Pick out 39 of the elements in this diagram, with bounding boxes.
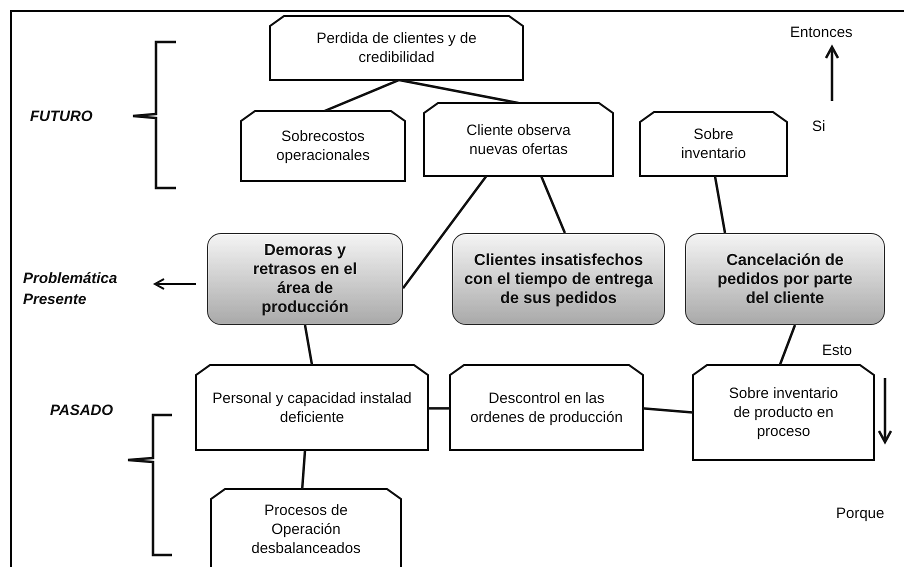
cause-box bbox=[424, 103, 613, 176]
box-text: Procesos de Operación desbalanceados bbox=[250, 500, 362, 558]
connector-line bbox=[778, 324, 796, 366]
connector-line bbox=[428, 407, 450, 410]
time-label: FUTURO bbox=[30, 107, 94, 127]
cause-box bbox=[640, 112, 787, 176]
connector-line bbox=[402, 175, 488, 289]
cause-box bbox=[693, 365, 874, 460]
connector-line bbox=[642, 407, 694, 414]
time-label: Problemática Presente bbox=[23, 269, 118, 310]
connector-line bbox=[540, 176, 566, 234]
direction-label: Entonces bbox=[790, 24, 853, 41]
problem-box bbox=[685, 233, 885, 325]
box-text: Sobre inventario de producto en proceso bbox=[728, 384, 840, 441]
connector-line bbox=[324, 78, 400, 112]
problem-box bbox=[207, 233, 403, 325]
problem-box bbox=[452, 233, 665, 325]
connector-line bbox=[714, 176, 726, 234]
cause-box bbox=[241, 111, 405, 181]
cause-box bbox=[270, 16, 523, 80]
cause-box bbox=[450, 365, 643, 450]
direction-label: Porque bbox=[836, 505, 884, 522]
direction-label: Si bbox=[812, 118, 826, 135]
box-text: Sobre inventario bbox=[680, 125, 748, 163]
box-text: Perdida de clientes y de credibilidad bbox=[315, 29, 478, 67]
cause-box bbox=[196, 365, 428, 450]
box-text: Personal y capacidad instalad deficiente bbox=[211, 388, 413, 426]
connector-line bbox=[304, 324, 314, 366]
box-text: Clientes insatisfechos con el tiempo de entrega de sus pedidos bbox=[463, 250, 654, 308]
connector-line bbox=[398, 78, 519, 104]
box-text: Cancelación de pedidos por parte del cliente bbox=[716, 250, 854, 308]
box-text: Cliente observa nuevas ofertas bbox=[465, 120, 572, 158]
box-text: Demoras y retrasos en el área de producción bbox=[252, 241, 358, 317]
connector-line bbox=[300, 450, 306, 490]
time-label: PASADO bbox=[50, 401, 114, 421]
box-text: Sobrecostos operacionales bbox=[275, 127, 371, 165]
box-text: Descontrol en las ordenes de producción bbox=[469, 388, 624, 426]
cause-box bbox=[211, 489, 401, 567]
direction-label: Esto bbox=[822, 342, 852, 359]
